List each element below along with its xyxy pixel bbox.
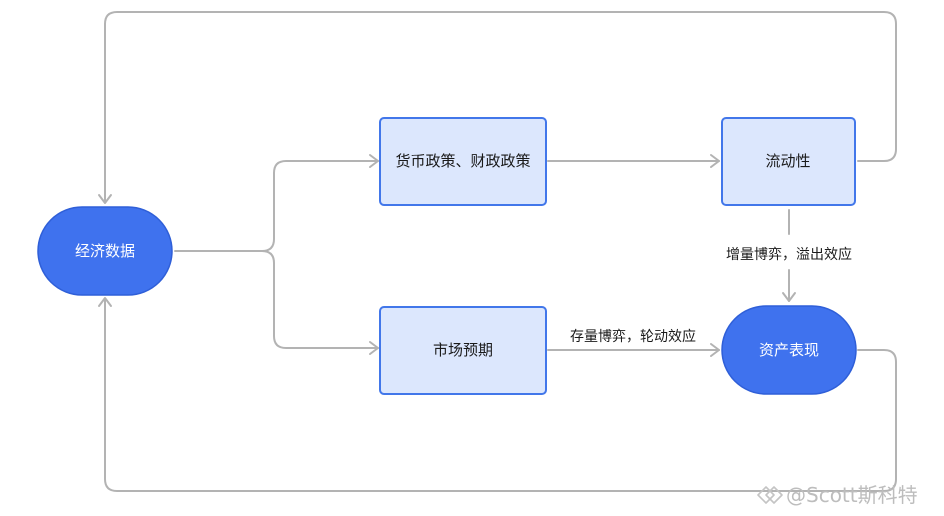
node-economic-data: 经济数据	[37, 206, 173, 296]
arrowhead-to-expectation	[369, 341, 379, 355]
node-asset-performance: 资产表现	[721, 305, 857, 395]
arrowhead-to-policy	[369, 154, 379, 168]
connector-asset-feedback	[104, 298, 897, 492]
node-policy-label: 货币政策、财政政策	[395, 152, 530, 170]
watermark-logo-icon	[757, 486, 783, 504]
watermark-text: @Scott斯科特	[786, 483, 918, 507]
arrowhead-to-asset-top	[782, 292, 796, 302]
arrowhead-to-liquidity	[710, 154, 720, 168]
arrowhead-feedback-top	[98, 194, 112, 204]
connector-data-to-policy	[174, 160, 379, 252]
connector-data-to-expectation	[261, 250, 379, 349]
node-liquidity: 流动性	[721, 117, 856, 206]
node-liquidity-label: 流动性	[765, 152, 810, 170]
node-economic-data-label: 经济数据	[75, 242, 135, 260]
watermark: @Scott斯科特	[757, 483, 918, 507]
connector-liquidity-feedback	[104, 11, 897, 203]
node-policy: 货币政策、财政政策	[379, 117, 547, 206]
arrowhead-to-asset-left	[710, 343, 720, 357]
node-market-expectation: 市场预期	[379, 306, 547, 395]
edge-label-liquidity-to-asset: 增量博弈，溢出效应	[726, 246, 852, 263]
node-market-expectation-label: 市场预期	[433, 341, 493, 359]
node-asset-performance-label: 资产表现	[759, 341, 819, 359]
edge-label-expectation-to-asset: 存量博弈，轮动效应	[570, 328, 696, 345]
arrowhead-feedback-bottom	[98, 297, 112, 307]
